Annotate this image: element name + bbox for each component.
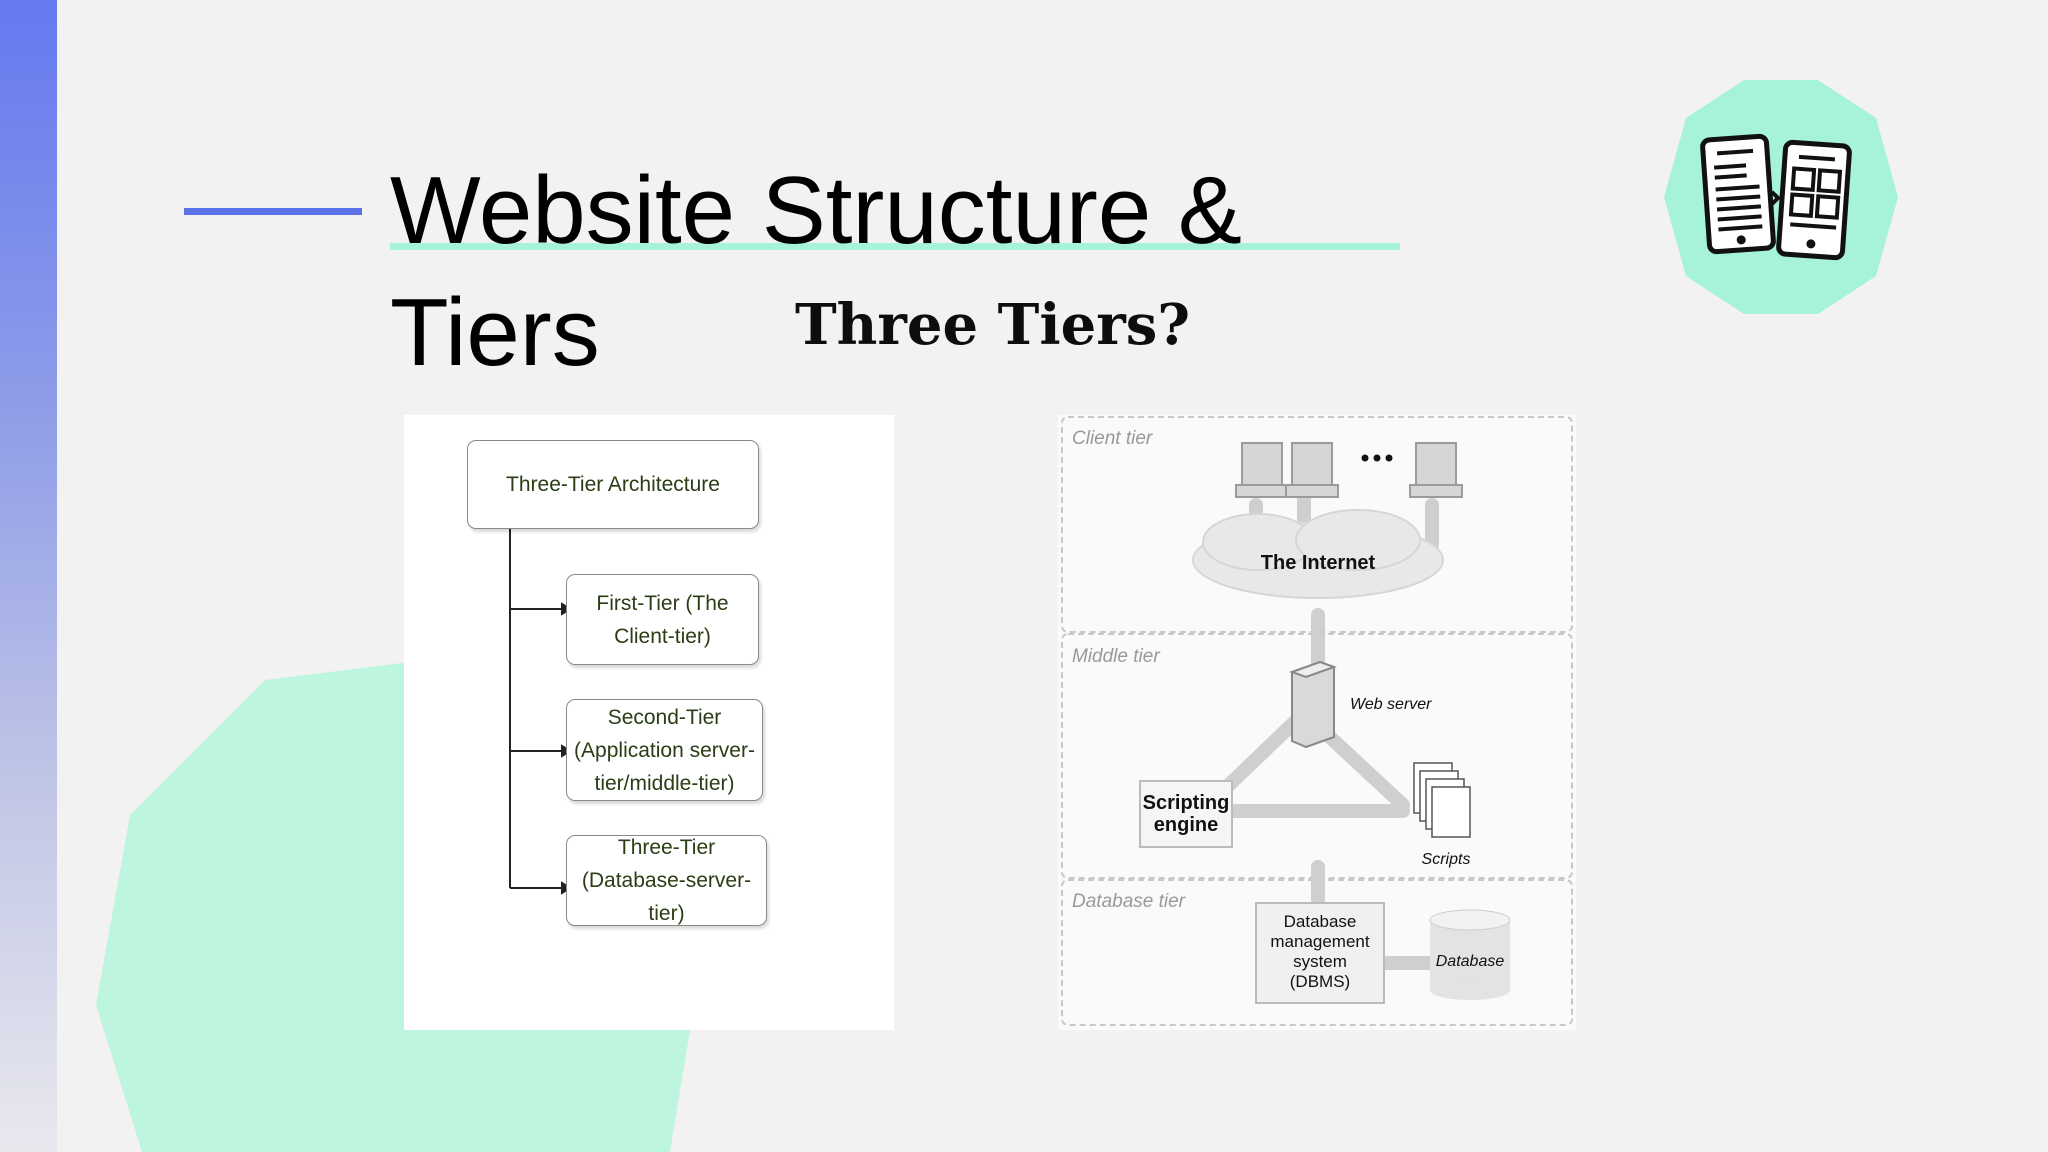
internet-label: The Internet <box>1261 552 1376 574</box>
database-cylinder-icon <box>1429 909 1511 1000</box>
tier-box-database: Three-Tier (Database-server-tier) <box>566 835 767 926</box>
sidebar-gradient-bar <box>0 0 57 1152</box>
title-accent-line <box>184 208 362 215</box>
dbms-label-1: Database <box>1284 912 1357 931</box>
scripting-engine-label-1: Scripting <box>1143 792 1230 814</box>
dbms-label-2: management <box>1270 932 1370 951</box>
dbms-box <box>1255 902 1385 1004</box>
scripts-icon <box>1413 762 1471 838</box>
title-underline <box>390 243 1400 250</box>
database-label: Database <box>1436 953 1505 970</box>
tier-label-client: Client tier <box>1072 428 1153 449</box>
page-title: Website Structure & Tiers <box>390 157 1242 386</box>
tier-box-client: First-Tier (The Client-tier) <box>566 574 759 665</box>
mobile-layout-icon <box>1664 80 1898 314</box>
scripting-engine-label-2: engine <box>1154 814 1218 836</box>
scripting-engine-box <box>1139 780 1233 848</box>
internet-cloud-icon <box>1192 509 1444 599</box>
web-server-icon <box>1289 660 1337 749</box>
three-tier-network-diagram: Client tier Middle tier Database tier Th… <box>1058 415 1576 1030</box>
subtitle: Three Tiers? <box>795 292 1191 358</box>
network-diagram-graphics: Client tier Middle tier Database tier Th… <box>1061 416 1573 1026</box>
web-server-label: Web server <box>1350 696 1432 713</box>
three-tier-architecture-diagram: Three-Tier Architecture First-Tier (The … <box>404 415 894 1030</box>
tier-box-middle: Second-Tier (Application server-tier/mid… <box>566 699 763 801</box>
client-computer-icons <box>1235 442 1463 498</box>
tier-label-middle: Middle tier <box>1072 646 1160 667</box>
root-box: Three-Tier Architecture <box>467 440 759 529</box>
dbms-label-3: system <box>1293 952 1347 971</box>
dbms-label-4: (DBMS) <box>1290 972 1350 991</box>
tier-label-database: Database tier <box>1072 891 1186 912</box>
scripts-label: Scripts <box>1422 851 1471 868</box>
